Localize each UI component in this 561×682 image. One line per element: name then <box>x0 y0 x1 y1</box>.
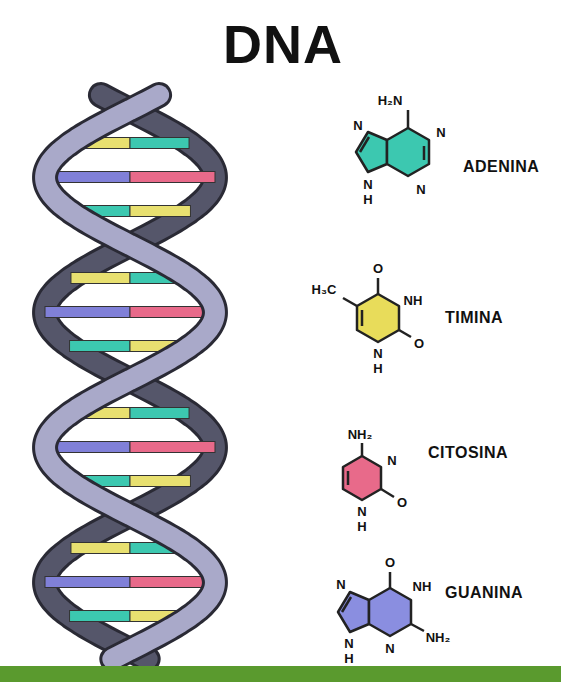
atom-label: O <box>396 496 408 509</box>
backbone-strand <box>45 95 215 659</box>
bond <box>381 489 394 497</box>
atom-label: H <box>343 652 354 665</box>
adenine-structure <box>356 110 429 176</box>
guanine-hexagon <box>369 588 411 636</box>
bond <box>343 298 357 306</box>
base-bar <box>130 206 190 217</box>
atom-label: H <box>372 362 383 375</box>
base-bar <box>45 577 130 588</box>
title: DNA <box>223 17 343 71</box>
base-bar <box>130 138 189 149</box>
backbone-strand <box>45 95 215 659</box>
atom-label: N <box>352 119 363 132</box>
bond <box>389 572 392 588</box>
atom-label: H <box>356 520 367 533</box>
base-name: GUANINA <box>445 585 523 601</box>
double-bond <box>342 597 351 612</box>
backbone-outline <box>45 95 215 659</box>
base-bar <box>130 476 190 487</box>
atom-label: N <box>356 505 367 518</box>
base-bar <box>45 307 130 318</box>
guanine-pentagon <box>338 592 369 632</box>
base-name: CITOSINA <box>428 445 508 461</box>
base-bar <box>130 172 215 183</box>
atom-label: NH <box>412 580 433 593</box>
thymine-structure <box>343 278 411 342</box>
base-bar <box>130 408 189 419</box>
atom-label: O <box>384 556 396 569</box>
backbone-outline <box>45 95 215 659</box>
atom-label: N <box>335 578 346 591</box>
atom-label: NH₂ <box>425 631 452 644</box>
atom-label: N <box>362 178 373 191</box>
base-bar <box>71 273 130 284</box>
double-bond <box>347 471 350 485</box>
cytosine-hexagon <box>343 456 381 500</box>
cytosine-structure <box>343 443 394 500</box>
bond <box>399 330 411 337</box>
bond <box>377 278 380 294</box>
atom-label: O <box>372 262 384 275</box>
thymine-hexagon <box>357 294 399 342</box>
atom-label: O <box>413 337 425 350</box>
atom-label: N <box>386 454 397 467</box>
base-bar <box>130 442 215 453</box>
base-bar <box>70 611 130 622</box>
base-name: ADENINA <box>463 159 539 175</box>
atom-label: NH₂ <box>347 428 374 441</box>
bond <box>361 443 364 456</box>
ground-bar <box>0 666 561 682</box>
base-bar <box>71 543 130 554</box>
base-name: TIMINA <box>445 310 503 326</box>
atom-label: H₃C <box>311 283 338 296</box>
double-bond <box>360 137 369 152</box>
atom-label: N <box>415 183 426 196</box>
double-bond <box>361 310 364 326</box>
atom-label: H₂N <box>377 94 404 107</box>
adenine-hexagon <box>387 128 429 176</box>
atom-label: N <box>384 642 395 655</box>
base-bar <box>70 341 130 352</box>
atom-label: NH <box>403 294 424 307</box>
atom-label: N <box>435 126 446 139</box>
atom-label: H <box>362 193 373 206</box>
adenine-pentagon <box>356 132 387 172</box>
bond <box>407 110 410 128</box>
double-bond <box>423 146 426 160</box>
bond <box>411 624 424 631</box>
atom-label: N <box>343 637 354 650</box>
atom-label: N <box>372 347 383 360</box>
